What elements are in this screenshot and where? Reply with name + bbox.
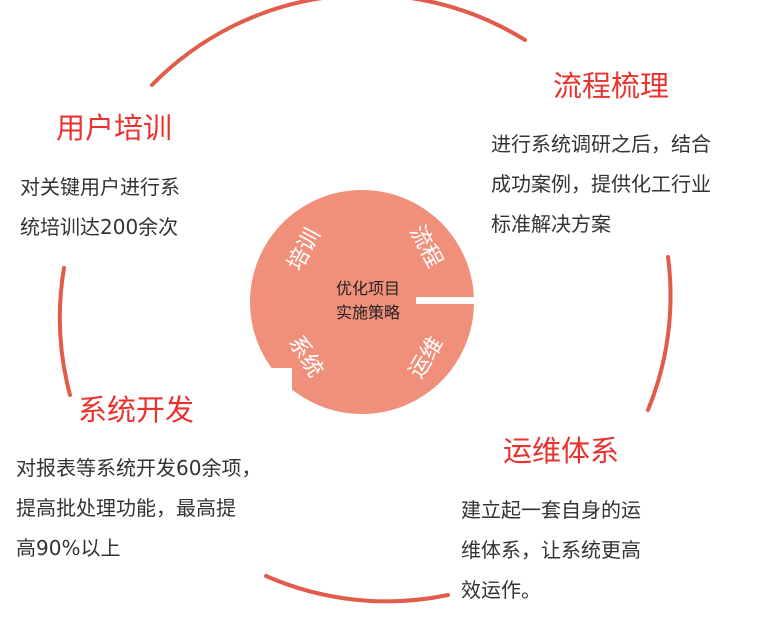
outer-arc-top xyxy=(150,0,527,87)
section-desc-line: 提高批处理功能，最高提 xyxy=(16,496,236,520)
center-label-line-2: 实施策略 xyxy=(336,303,400,322)
outer-arc-right xyxy=(646,255,673,412)
center-circle xyxy=(250,190,474,414)
section-title-system: 系统开发 xyxy=(78,393,195,427)
center-label-line-1: 优化项目 xyxy=(336,279,400,298)
section-desc-line: 效运作。 xyxy=(461,578,541,602)
section-desc-operations: 建立起一套自身的运 维体系，让系统更高 效运作。 xyxy=(461,490,641,610)
section-desc-line: 对报表等系统开发60余项， xyxy=(16,456,262,480)
section-desc-system: 对报表等系统开发60余项， 提高批处理功能，最高提 高90%以上 xyxy=(16,448,261,568)
section-title-process: 流程梳理 xyxy=(553,69,670,103)
outer-arc-bottom xyxy=(264,574,450,604)
center-notch-bottom-left xyxy=(262,368,292,418)
section-title-training: 用户培训 xyxy=(56,111,173,145)
section-desc-process: 进行系统调研之后，结合 成功案例，提供化工行业 标准解决方案 xyxy=(491,124,711,244)
section-desc-line: 统培训达200余次 xyxy=(20,215,179,239)
section-desc-line: 维体系，让系统更高 xyxy=(461,538,641,562)
section-desc-line: 进行系统调研之后，结合 xyxy=(491,132,711,156)
section-desc-line: 标准解决方案 xyxy=(491,212,611,236)
section-desc-line: 对关键用户进行系 xyxy=(20,175,180,199)
section-title-operations: 运维体系 xyxy=(503,434,620,468)
section-desc-line: 建立起一套自身的运 xyxy=(461,498,641,522)
center-notch-right xyxy=(416,297,476,304)
section-desc-training: 对关键用户进行系 统培训达200余次 xyxy=(20,167,180,247)
section-desc-line: 成功案例，提供化工行业 xyxy=(491,172,711,196)
section-desc-line: 高90%以上 xyxy=(16,536,121,560)
outer-arc-left xyxy=(57,266,72,397)
